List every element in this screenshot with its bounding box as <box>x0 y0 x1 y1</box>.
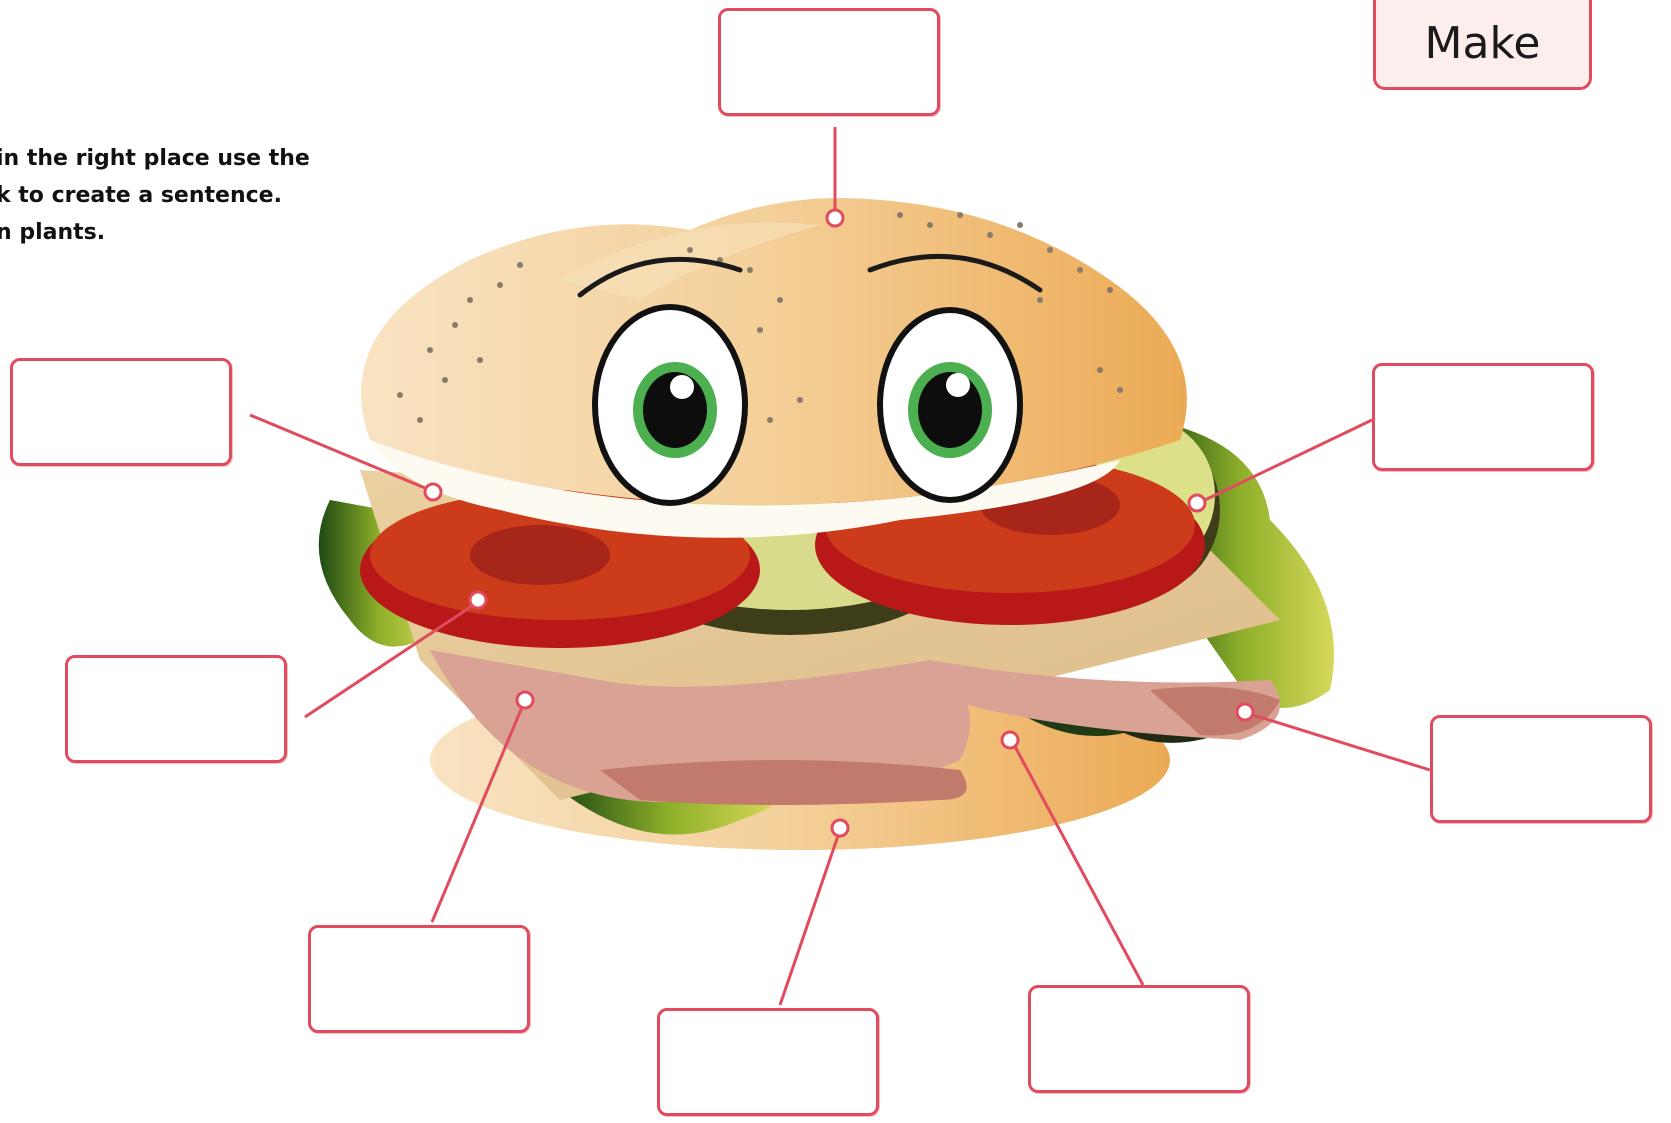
instruction-line: n plants. <box>0 214 310 251</box>
top-bun <box>361 198 1187 505</box>
instruction-line: in the right place use the <box>0 140 310 177</box>
label-box-bottom-center[interactable] <box>657 1008 879 1116</box>
instruction-line: k to create a sentence. <box>0 177 310 214</box>
label-box-left-middle[interactable] <box>65 655 287 763</box>
label-box-right-middle[interactable] <box>1430 715 1652 823</box>
left-eye <box>595 307 745 503</box>
instructions-text: in the right place use the k to create a… <box>0 140 310 251</box>
label-box-left-upper[interactable] <box>10 358 232 466</box>
label-box-bottom-left[interactable] <box>308 925 530 1033</box>
right-eye <box>880 310 1020 500</box>
make-button[interactable]: Make <box>1373 0 1592 90</box>
label-box-right-upper[interactable] <box>1372 363 1594 471</box>
label-box-bottom-right[interactable] <box>1028 985 1250 1093</box>
label-box-top[interactable] <box>718 8 940 116</box>
